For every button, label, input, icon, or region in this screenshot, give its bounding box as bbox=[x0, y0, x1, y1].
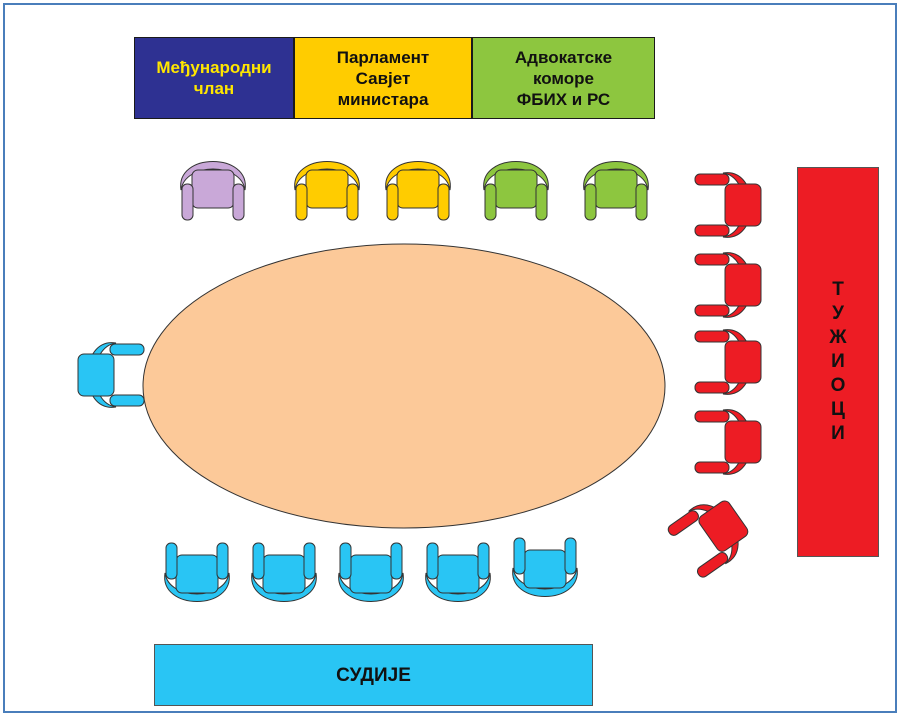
prosecutors-letter: И bbox=[831, 423, 845, 444]
prosecutors-letter: Т bbox=[832, 279, 844, 300]
judges-box: СУДИЈЕ bbox=[154, 644, 593, 706]
diagram-frame bbox=[3, 3, 897, 713]
prosecutors-letter: У bbox=[832, 303, 844, 324]
chair-prosecutor bbox=[694, 409, 762, 475]
chair-judge bbox=[425, 542, 491, 602]
prosecutors-letter: О bbox=[830, 375, 846, 396]
prosecutors-box: Т У Ж И О Ц И bbox=[797, 167, 879, 557]
parliament-council-box: Парламент Савјет министара bbox=[294, 37, 472, 119]
chair-prosecutor bbox=[694, 172, 762, 238]
chair-judge bbox=[512, 537, 578, 597]
chair-bar-association bbox=[583, 161, 649, 221]
conference-table bbox=[142, 243, 666, 529]
chair-judge bbox=[251, 542, 317, 602]
chair-prosecutor bbox=[694, 252, 762, 318]
chair-bar-association bbox=[483, 161, 549, 221]
prosecutors-letter: Ж bbox=[829, 327, 847, 348]
international-member-box: Међународни члан bbox=[134, 37, 294, 119]
prosecutors-letter: И bbox=[831, 351, 845, 372]
chair-prosecutor bbox=[664, 488, 758, 581]
chair-left-side bbox=[77, 342, 145, 408]
chair-international bbox=[180, 161, 246, 221]
chair-prosecutor bbox=[694, 329, 762, 395]
chair-parliament bbox=[385, 161, 451, 221]
chair-parliament bbox=[294, 161, 360, 221]
chair-judge bbox=[338, 542, 404, 602]
chair-judge bbox=[164, 542, 230, 602]
bar-associations-box: Адвокатске коморе ФБИХ и РС bbox=[472, 37, 655, 119]
prosecutors-letter: Ц bbox=[831, 399, 845, 420]
